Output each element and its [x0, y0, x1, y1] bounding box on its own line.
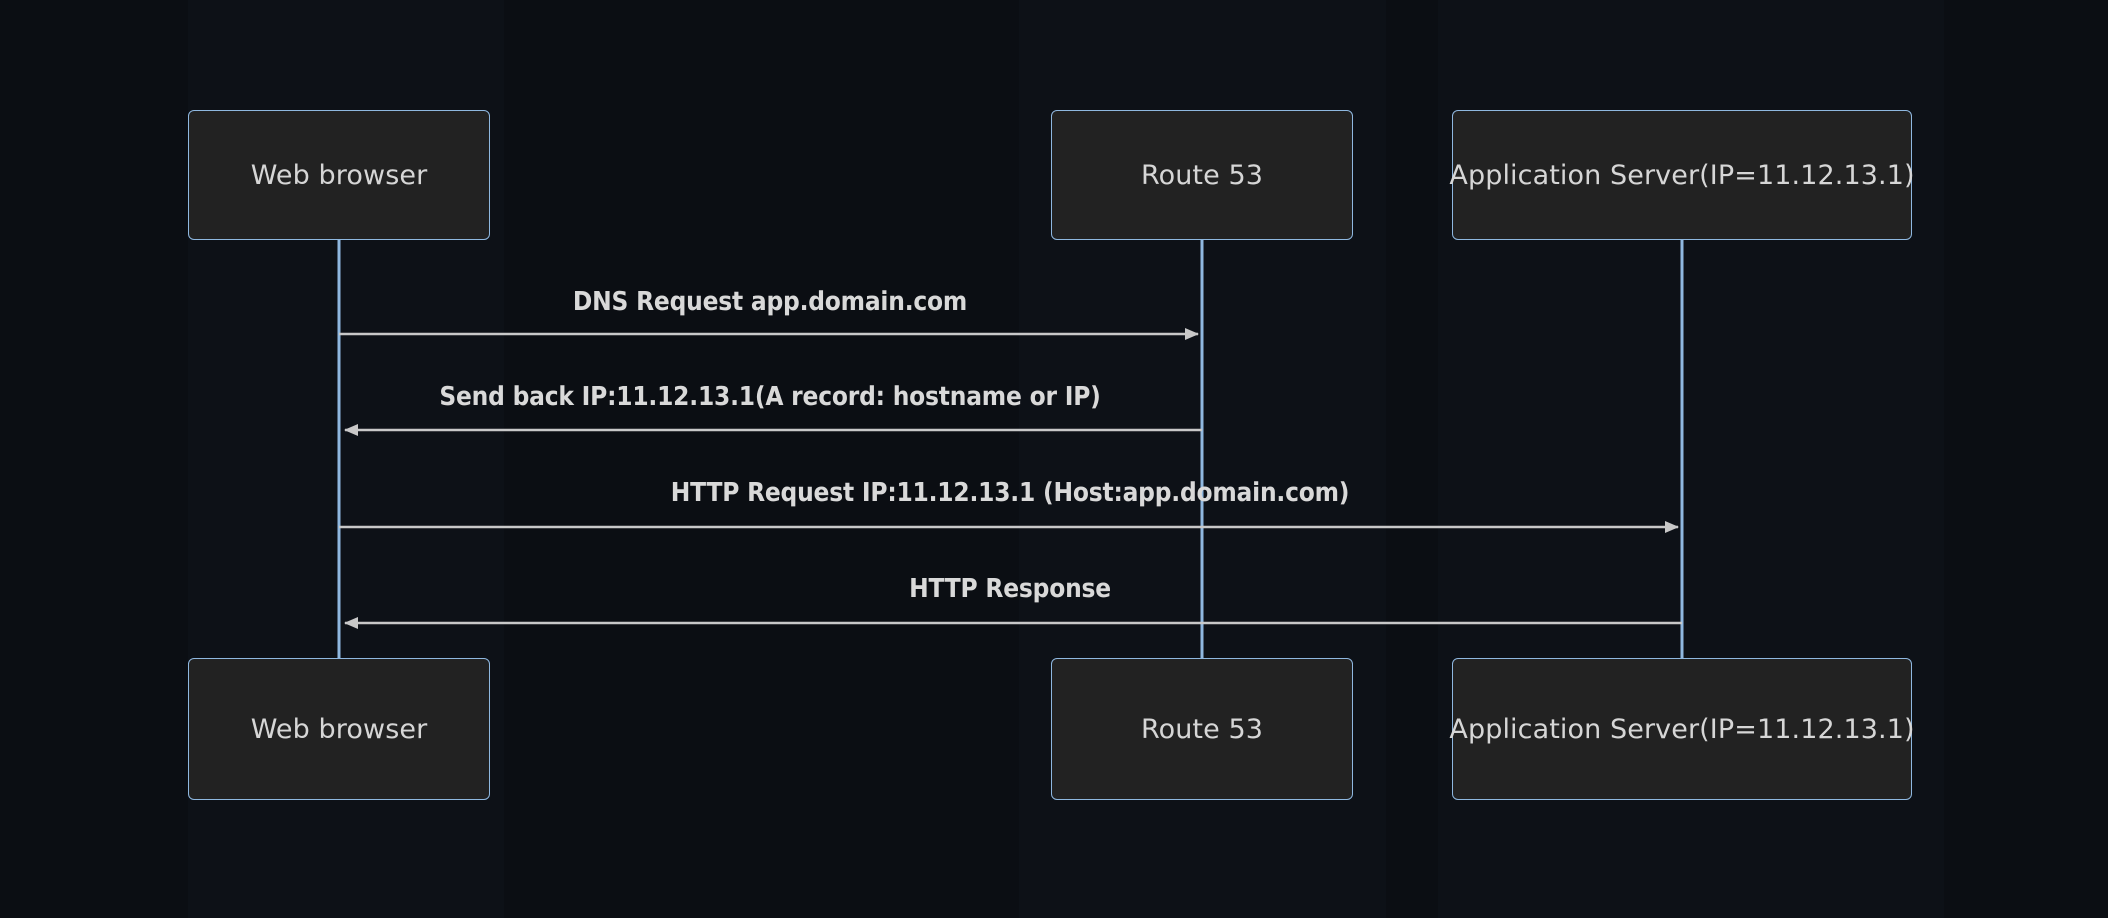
participant-label-appserver-bottom: Application Server(IP=11.12.13.1) — [1449, 713, 1915, 745]
message-label-dns-response: Send back IP:11.12.13.1(A record: hostna… — [439, 382, 1101, 412]
message-label-dns-request: DNS Request app.domain.com — [572, 287, 968, 317]
participant-box-route53-bottom[interactable]: Route 53 — [1051, 658, 1353, 800]
lifelines — [337, 240, 1684, 660]
participant-box-browser-top[interactable]: Web browser — [188, 110, 490, 240]
message-label-http-request: HTTP Request IP:11.12.13.1 (Host:app.dom… — [670, 478, 1350, 508]
participant-label-route53-bottom: Route 53 — [1140, 713, 1264, 745]
participant-box-appserver-top[interactable]: Application Server(IP=11.12.13.1) — [1449, 110, 1915, 240]
message-arrows — [339, 328, 1682, 629]
participant-label-browser-top: Web browser — [250, 159, 428, 191]
participant-label-browser-bottom: Web browser — [250, 713, 428, 745]
participant-box-browser-bottom[interactable]: Web browser — [188, 658, 490, 800]
participant-box-route53-top[interactable]: Route 53 — [1051, 110, 1353, 240]
participant-label-route53-top: Route 53 — [1140, 159, 1264, 191]
participant-label-appserver-top: Application Server(IP=11.12.13.1) — [1449, 159, 1915, 191]
participant-box-appserver-bottom[interactable]: Application Server(IP=11.12.13.1) — [1449, 658, 1915, 800]
message-label-http-response: HTTP Response — [909, 574, 1111, 604]
